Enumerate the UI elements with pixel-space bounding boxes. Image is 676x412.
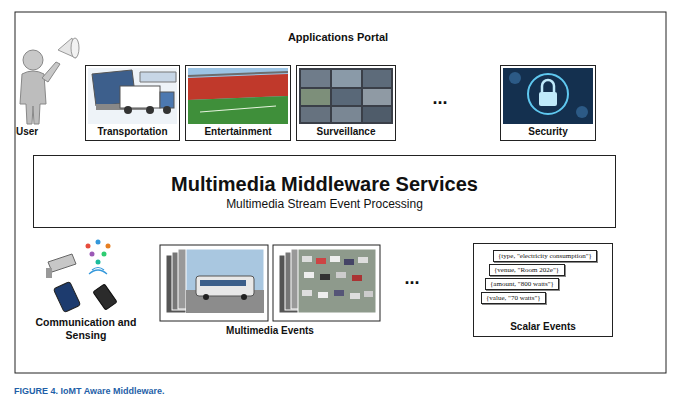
box-label: Security <box>526 126 569 137</box>
record-text: {type, "electricity consumption"} <box>494 251 596 261</box>
box-label: Surveillance <box>297 126 395 138</box>
security-picture <box>503 68 593 124</box>
box-label: Security <box>501 126 595 138</box>
picture-box: Security <box>500 65 596 141</box>
event-record: {value, "70 watts"} <box>481 292 546 304</box>
event-record: {venue, "Room 202e"} <box>489 264 565 276</box>
record-text: {value, "70 watts"} <box>482 293 545 303</box>
stadium-picture <box>188 68 288 124</box>
box-label: Scalar Events <box>474 321 612 332</box>
box-label: Entertainment <box>186 126 290 138</box>
sensor-icons <box>46 240 117 313</box>
picture-box: Entertainment <box>185 65 291 141</box>
record-text: {venue, "Room 202e"} <box>490 265 564 275</box>
ellipsis: ... <box>420 88 460 110</box>
band-title: Multimedia Middleware Services <box>171 172 478 196</box>
surveillance-picture <box>299 68 393 124</box>
box-label: Transportation <box>95 126 169 137</box>
transportation-picture <box>88 68 177 124</box>
picture-box: Transportation <box>85 65 180 141</box>
user-label: User <box>16 126 56 138</box>
ellipsis: ... <box>392 268 432 290</box>
middleware-band: Multimedia Middleware ServicesMultimedia… <box>33 155 616 228</box>
record-text: {amount, "800 watts"} <box>486 279 558 289</box>
user-figure <box>20 38 79 124</box>
sensing-label: Communication and Sensing <box>30 316 142 341</box>
multimedia-event-frames <box>160 245 380 321</box>
events-label: Multimedia Events <box>200 325 340 337</box>
figure-caption: FIGURE 4. IoMT Aware Middleware. <box>14 386 165 396</box>
scalar-events-box: Scalar Events {type, "electricity consump… <box>473 243 613 337</box>
event-record: {amount, "800 watts"} <box>485 278 559 290</box>
box-label: Transportation <box>86 126 179 138</box>
box-label: Entertainment <box>202 126 273 137</box>
picture-box: Surveillance <box>296 65 396 141</box>
box-label: Surveillance <box>315 126 378 137</box>
event-record: {type, "electricity consumption"} <box>493 250 597 262</box>
band-subtitle: Multimedia Stream Event Processing <box>226 196 423 212</box>
outer-frame <box>15 12 666 373</box>
portal-title: Applications Portal <box>0 31 676 44</box>
